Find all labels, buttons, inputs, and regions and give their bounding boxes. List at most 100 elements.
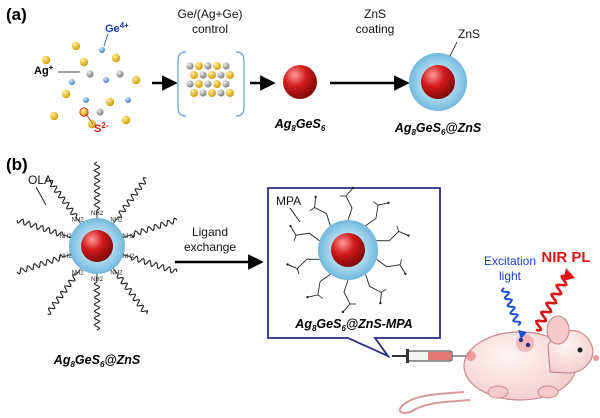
oleylamine-chain	[93, 161, 101, 211]
silver-atom-icon	[204, 62, 212, 70]
ge-ion-label: Ge4+	[105, 21, 129, 35]
silver-ion-icon	[96, 108, 104, 116]
oleylamine-chain	[45, 177, 78, 218]
mpa-chain	[314, 196, 331, 226]
sulfur-ion-icon	[71, 41, 81, 51]
panel-a-label: (a)	[6, 5, 27, 24]
sulfur-ion-icon	[105, 97, 115, 107]
step1-label-line2: control	[192, 22, 228, 36]
core-nanoparticle-icon	[283, 65, 317, 99]
mouse-icon	[398, 315, 599, 414]
panel-b-label: (b)	[6, 155, 28, 174]
product2-label: Ag8GeS6@ZnS	[394, 121, 482, 137]
core-nanoparticle-icon	[81, 230, 113, 262]
germanium-ion-icon	[99, 47, 105, 53]
sulfur-atom-icon	[213, 62, 221, 70]
silver-atom-icon	[199, 89, 207, 97]
product-left-label: Ag8GeS6@ZnS	[53, 353, 141, 369]
oleylamine-chain	[116, 274, 149, 315]
amine-group-label: NH2	[72, 217, 85, 223]
ion-labels: Ge4+ Ag+ S2-	[34, 21, 129, 135]
excitation-light-icon	[500, 287, 527, 339]
sulfur-atom-icon	[208, 71, 216, 79]
core-nanoparticle-icon	[421, 65, 455, 99]
exchange-label-line1: Ligand	[192, 225, 228, 239]
product-box-label: Ag8GeS6@ZnS-MPA	[294, 317, 412, 333]
excitation-label-line1: Excitation	[484, 254, 536, 268]
product1-label: Ag8GeS6	[274, 117, 326, 133]
amine-group-label: NH2	[91, 211, 104, 217]
amine-group-label: NH2	[72, 271, 85, 277]
oleylamine-chain	[93, 281, 101, 331]
mpa-chain	[287, 258, 320, 270]
sulfur-atom-icon	[195, 80, 203, 88]
mpa-chain	[342, 279, 351, 313]
amine-group-label: NH2	[60, 254, 73, 260]
germanium-ion-icon	[83, 97, 89, 103]
sulfur-ion-icon	[111, 53, 121, 63]
amine-group-label: NH2	[122, 234, 135, 240]
silver-ion-icon	[86, 70, 94, 78]
step2-label-line1: ZnS	[364, 7, 386, 21]
ola-label: OLA	[28, 173, 52, 187]
mpa-chain	[345, 187, 354, 221]
germanium-ion-icon	[125, 97, 131, 103]
sulfur-ion-icon	[87, 119, 97, 129]
syringe-icon	[392, 349, 476, 363]
sulfur-ion-icon	[41, 55, 51, 65]
zns-shell-label: ZnS	[458, 27, 480, 41]
sulfur-atom-icon	[195, 62, 203, 70]
ola-ligands	[16, 161, 178, 331]
silver-atom-icon	[217, 71, 225, 79]
sulfur-ion-icon	[49, 111, 59, 121]
sulfur-atom-icon	[208, 89, 216, 97]
germanium-ion-icon	[103, 77, 109, 83]
silver-atom-icon	[186, 62, 194, 70]
mpa-chain	[365, 274, 382, 304]
sulfur-ion-icon	[121, 115, 131, 125]
sulfur-atom-icon	[226, 89, 234, 97]
oleylamine-chain	[16, 218, 64, 237]
germanium-ion-icon	[69, 79, 75, 85]
silver-atom-icon	[222, 62, 230, 70]
silver-atom-icon	[186, 80, 194, 88]
silver-atom-icon	[217, 89, 225, 97]
nir-emission-icon	[534, 268, 575, 332]
oleylamine-chain	[47, 274, 76, 315]
core-nanoparticle-icon	[331, 233, 365, 267]
sulfur-ion-icon	[131, 75, 141, 85]
sulfur-ion-icon	[79, 57, 89, 67]
mpa-ligands	[286, 186, 410, 314]
silver-ion-icon	[116, 70, 124, 78]
sulfur-ion-icon	[61, 89, 71, 99]
nir-pl-label: NIR PL	[541, 249, 590, 266]
sulfur-atom-icon	[190, 71, 198, 79]
mpa-label: MPA	[276, 194, 301, 208]
silver-atom-icon	[204, 80, 212, 88]
precursor-ions	[41, 41, 141, 129]
mpa-chain	[376, 258, 406, 275]
mpa-chain	[365, 202, 389, 227]
mpa-chain	[376, 230, 409, 242]
silver-atom-icon	[199, 71, 207, 79]
mpa-chain	[290, 225, 320, 242]
bracket-right	[235, 51, 245, 117]
exchange-label-line2: exchange	[184, 240, 236, 254]
bracket-left	[177, 51, 187, 117]
oleylamine-chain	[130, 255, 178, 274]
oleylamine-chain	[16, 254, 64, 275]
sulfur-atom-icon	[213, 80, 221, 88]
mpa-chain	[307, 273, 331, 298]
ag-ion-label: Ag+	[34, 63, 54, 77]
amine-group-label: NH2	[110, 217, 123, 223]
step2-label-line2: coating	[356, 22, 395, 36]
s-ion-label: S2-	[94, 121, 109, 135]
sulfur-atom-icon	[190, 89, 198, 97]
amine-group-label: NH2	[122, 254, 135, 260]
step1-label-line1: Ge/(Ag+Ge)	[177, 7, 242, 21]
oleylamine-chain	[118, 177, 147, 218]
amine-group-label: NH2	[91, 277, 104, 283]
sulfur-atom-icon	[226, 71, 234, 79]
amine-group-label: NH2	[60, 234, 73, 240]
